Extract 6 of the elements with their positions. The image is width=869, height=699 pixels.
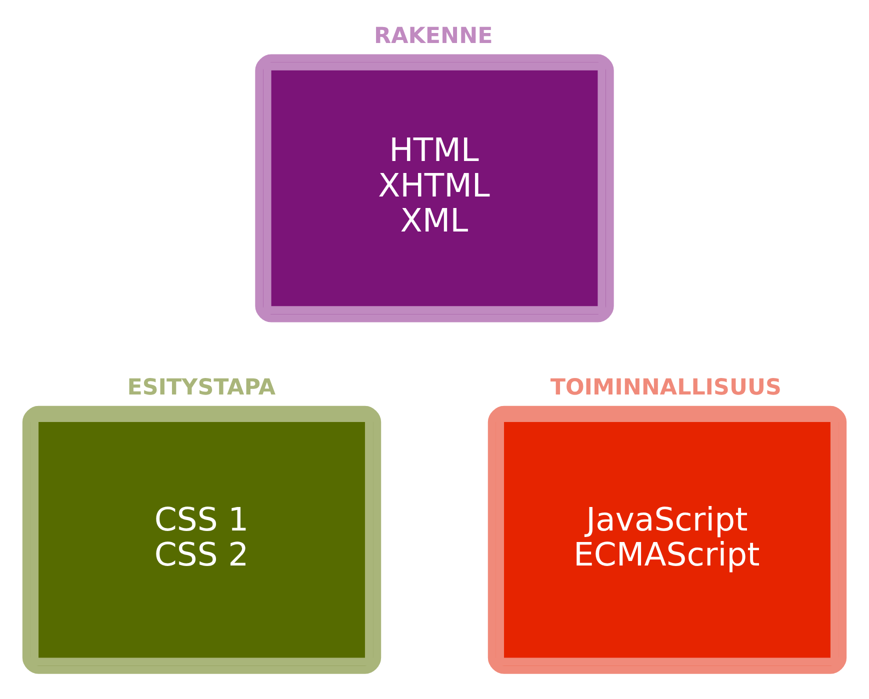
node-box: JavaScript ECMAScript (488, 405, 847, 674)
node-label: TOIMINNALLISUUS (550, 374, 782, 400)
node-box: HTML XHTML XML (255, 54, 614, 322)
node-label: ESITYSTAPA (127, 374, 276, 400)
node-box: CSS 1 CSS 2 (22, 405, 382, 674)
node-label: RAKENNE (374, 22, 493, 48)
